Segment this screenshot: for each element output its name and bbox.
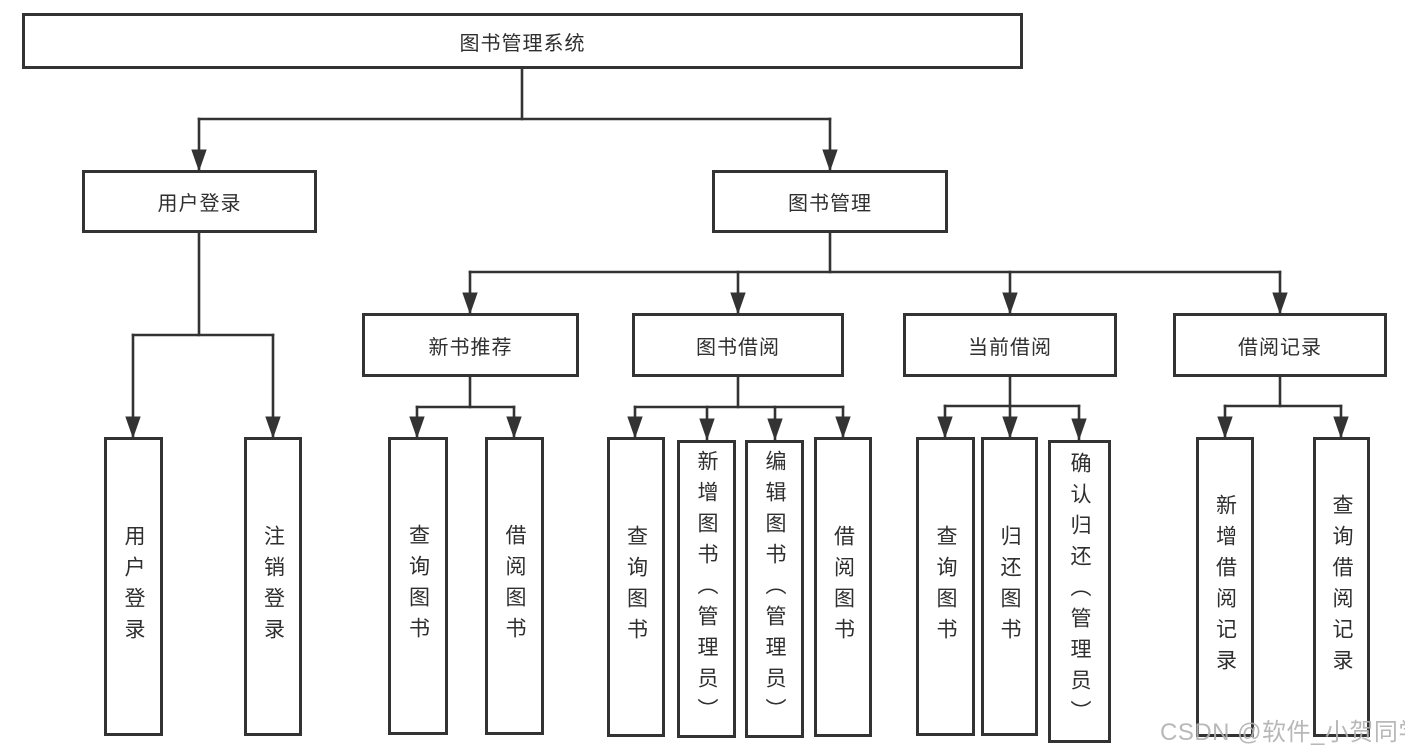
leaf-query-borrow-record-label: 查询借阅记录 bbox=[1330, 494, 1353, 680]
leaf-query-book-3-label: 查询图书 bbox=[934, 524, 957, 649]
node-book-management: 图书管理 bbox=[712, 170, 948, 233]
leaf-query-book-3: 查询图书 bbox=[916, 437, 975, 736]
node-new-book-recommend: 新书推荐 bbox=[362, 313, 579, 377]
leaf-add-borrow-record-label: 新增借阅记录 bbox=[1213, 494, 1237, 680]
leaf-borrow-book-2: 借阅图书 bbox=[814, 437, 872, 737]
leaf-borrow-book-1-label: 借阅图书 bbox=[503, 524, 526, 648]
leaf-borrow-book-2-label: 借阅图书 bbox=[831, 525, 855, 649]
leaf-edit-book-admin: 编辑图书（管理员） bbox=[745, 440, 804, 738]
leaf-query-book-2-label: 查询图书 bbox=[624, 525, 648, 649]
leaf-add-book-admin-label: 新增图书（管理员） bbox=[695, 449, 718, 729]
leaf-edit-book-admin-label: 编辑图书（管理员） bbox=[763, 449, 786, 729]
leaf-add-book-admin: 新增图书（管理员） bbox=[677, 440, 736, 738]
node-book-borrow: 图书借阅 bbox=[632, 313, 844, 377]
leaf-query-book-1-label: 查询图书 bbox=[406, 524, 430, 648]
node-library-system: 图书管理系统 bbox=[22, 13, 1023, 69]
node-user-login: 用户登录 bbox=[82, 170, 317, 233]
leaf-confirm-return-admin-label: 确认归还（管理员） bbox=[1068, 452, 1091, 731]
leaf-logout: 注销登录 bbox=[244, 437, 302, 736]
leaf-user-login-label: 用户登录 bbox=[122, 524, 145, 649]
node-borrow-record: 借阅记录 bbox=[1173, 313, 1387, 377]
node-current-borrow: 当前借阅 bbox=[903, 313, 1117, 377]
leaf-query-book-2: 查询图书 bbox=[607, 437, 665, 737]
leaf-logout-label: 注销登录 bbox=[261, 524, 285, 649]
leaf-query-book-1: 查询图书 bbox=[388, 437, 448, 735]
leaf-add-borrow-record: 新增借阅记录 bbox=[1196, 437, 1254, 737]
leaf-return-book: 归还图书 bbox=[981, 437, 1038, 736]
leaf-query-borrow-record: 查询借阅记录 bbox=[1313, 437, 1370, 737]
leaf-return-book-label: 归还图书 bbox=[998, 524, 1021, 649]
leaf-confirm-return-admin: 确认归还（管理员） bbox=[1048, 440, 1111, 743]
csdn-watermark: CSDN @软件_小贺同学 bbox=[1160, 719, 1405, 746]
leaf-user-login: 用户登录 bbox=[104, 437, 163, 736]
leaf-borrow-book-1: 借阅图书 bbox=[485, 437, 544, 735]
